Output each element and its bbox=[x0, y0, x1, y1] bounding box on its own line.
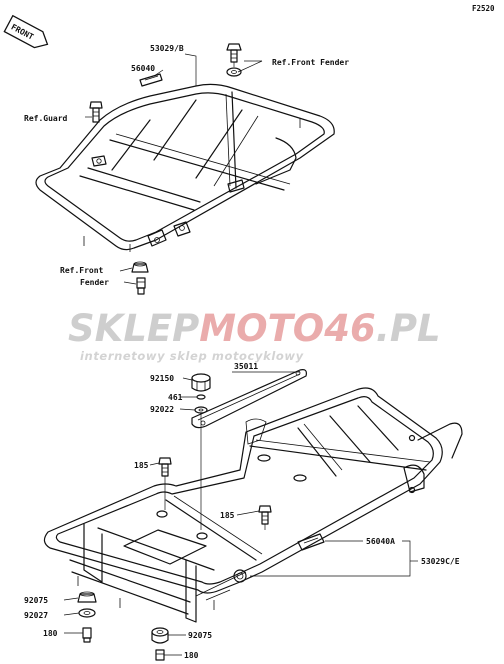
label-ref-front-fender-top: Ref.Front Fender bbox=[272, 58, 349, 67]
front-carrier-drawing bbox=[35, 43, 335, 295]
watermark: SKLEPMOTO46.PL internetowy sklep motocyk… bbox=[68, 307, 441, 363]
label-ref-front: Ref.Front bbox=[60, 266, 104, 275]
watermark-part-moto: MOTO bbox=[199, 307, 324, 350]
label-92150: 92150 bbox=[150, 374, 174, 383]
label-92075-a: 92075 bbox=[24, 596, 48, 605]
watermark-logo: SKLEPMOTO46.PL bbox=[68, 307, 441, 350]
label-56040a: 56040A bbox=[366, 537, 395, 546]
watermark-part-sklep: SKLEP bbox=[68, 307, 199, 350]
label-ref-guard: Ref.Guard bbox=[24, 114, 68, 123]
label-92075-b: 92075 bbox=[188, 631, 212, 640]
rear-carrier-drawing bbox=[43, 369, 463, 661]
label-180-bottom: 180 bbox=[184, 651, 199, 660]
bolt-185-left-drawing bbox=[158, 457, 172, 510]
label-fender: Fender bbox=[80, 278, 109, 287]
label-185-mid: 185 bbox=[220, 511, 235, 520]
label-185-left: 185 bbox=[134, 461, 149, 470]
bottom-center-fastener-stack bbox=[151, 627, 169, 661]
front-direction-badge: FRONT bbox=[3, 14, 49, 49]
bottom-left-fastener-stack bbox=[77, 591, 97, 643]
label-461: 461 bbox=[168, 393, 183, 402]
front-fender-nut-drawing bbox=[131, 261, 149, 295]
label-180-left: 180 bbox=[43, 629, 58, 638]
label-92022: 92022 bbox=[150, 405, 174, 414]
watermark-tagline: internetowy sklep motocyklowy bbox=[80, 349, 304, 363]
label-35011: 35011 bbox=[234, 362, 258, 371]
guard-bolt-drawing bbox=[89, 101, 103, 123]
label-53029b: 53029/B bbox=[150, 44, 184, 53]
figure-code: F2520 bbox=[472, 4, 495, 13]
front-fender-bolt-drawing bbox=[226, 43, 242, 77]
watermark-part-46: 46 bbox=[323, 307, 376, 350]
label-56040: 56040 bbox=[131, 64, 155, 73]
label-92027: 92027 bbox=[24, 611, 48, 620]
bolt-185-mid-drawing bbox=[258, 505, 272, 530]
watermark-part-pl: .PL bbox=[376, 307, 441, 350]
label-53029ce: 53029C/E bbox=[421, 557, 460, 566]
